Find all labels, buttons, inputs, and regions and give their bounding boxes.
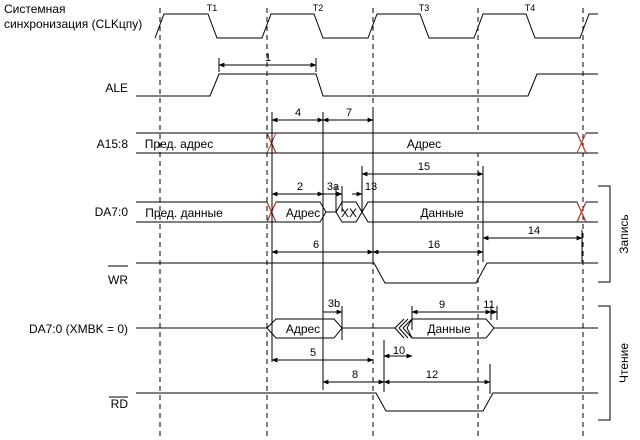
clk-label-line2: синхронизация (CLKцпу) bbox=[4, 17, 142, 31]
param-7-label: 7 bbox=[346, 107, 352, 119]
param-2-label: 2 bbox=[297, 181, 303, 193]
param-3b-label: 3b bbox=[328, 298, 340, 310]
param-9-label: 9 bbox=[439, 299, 445, 311]
param-4-label: 4 bbox=[295, 107, 301, 119]
data-write-value: Данные bbox=[420, 206, 464, 220]
param-13-label: 13 bbox=[365, 181, 377, 193]
param-5-label: 5 bbox=[310, 347, 316, 359]
data-read-address: Адрес bbox=[286, 322, 320, 336]
read-group: Чтение bbox=[598, 305, 631, 421]
data-read-label: DA7:0 (XMBK = 0) bbox=[29, 322, 128, 336]
param-10-label: 10 bbox=[393, 345, 405, 357]
phase-t2-label: T2 bbox=[313, 3, 324, 13]
rd-label: RD bbox=[111, 397, 129, 411]
addr-hi-prev-value: Пред. адрес bbox=[145, 137, 213, 151]
phase-t4-label: T4 bbox=[525, 3, 536, 13]
clk-label-line1: Системная bbox=[4, 2, 65, 16]
ale-waveform bbox=[136, 73, 598, 97]
data-write-bus: Пред. данные Адрес XX Данные bbox=[136, 201, 598, 223]
param-1-label: 1 bbox=[265, 52, 271, 64]
reference-lines bbox=[159, 8, 584, 438]
param-12-label: 12 bbox=[426, 369, 438, 381]
write-group: Запись bbox=[598, 185, 631, 283]
rd-waveform bbox=[136, 392, 598, 412]
param-11-label: 11 bbox=[483, 299, 494, 311]
read-group-label: Чтение bbox=[617, 343, 631, 383]
data-read-bus: Адрес Данные bbox=[136, 318, 598, 339]
signal-labels: Системная синхронизация (CLKцпу) ALE A15… bbox=[4, 2, 142, 411]
wr-waveform bbox=[136, 262, 598, 284]
data-read-value: Данные bbox=[427, 322, 471, 336]
addr-hi-value: Адрес bbox=[407, 137, 441, 151]
wr-label: WR bbox=[108, 273, 128, 287]
param-15-label: 15 bbox=[418, 161, 430, 173]
data-write-label: DA7:0 bbox=[95, 205, 129, 219]
timing-parameter-labels: 1 2 3a 3b 4 5 6 7 8 9 10 11 12 13 14 15 … bbox=[265, 52, 540, 381]
phase-t1-label: T1 bbox=[207, 3, 218, 13]
addr-hi-bus: Пред. адрес Адрес bbox=[136, 132, 598, 154]
data-write-undefined: XX bbox=[341, 206, 357, 220]
param-16-label: 16 bbox=[428, 239, 440, 251]
ale-label: ALE bbox=[105, 81, 128, 95]
data-write-address: Адрес bbox=[286, 206, 320, 220]
param-8-label: 8 bbox=[352, 369, 358, 381]
timing-dimensions bbox=[218, 58, 583, 394]
addr-hi-label: A15:8 bbox=[97, 137, 129, 151]
write-group-label: Запись bbox=[617, 214, 631, 253]
param-6-label: 6 bbox=[313, 239, 319, 251]
phase-t3-label: T3 bbox=[419, 3, 430, 13]
param-3a-label: 3a bbox=[327, 181, 340, 193]
data-write-prev-value: Пред. данные bbox=[145, 206, 223, 220]
clock-waveform bbox=[154, 13, 598, 39]
clock-phase-labels: T1 T2 T3 T4 bbox=[207, 3, 536, 13]
param-14-label: 14 bbox=[528, 225, 540, 237]
